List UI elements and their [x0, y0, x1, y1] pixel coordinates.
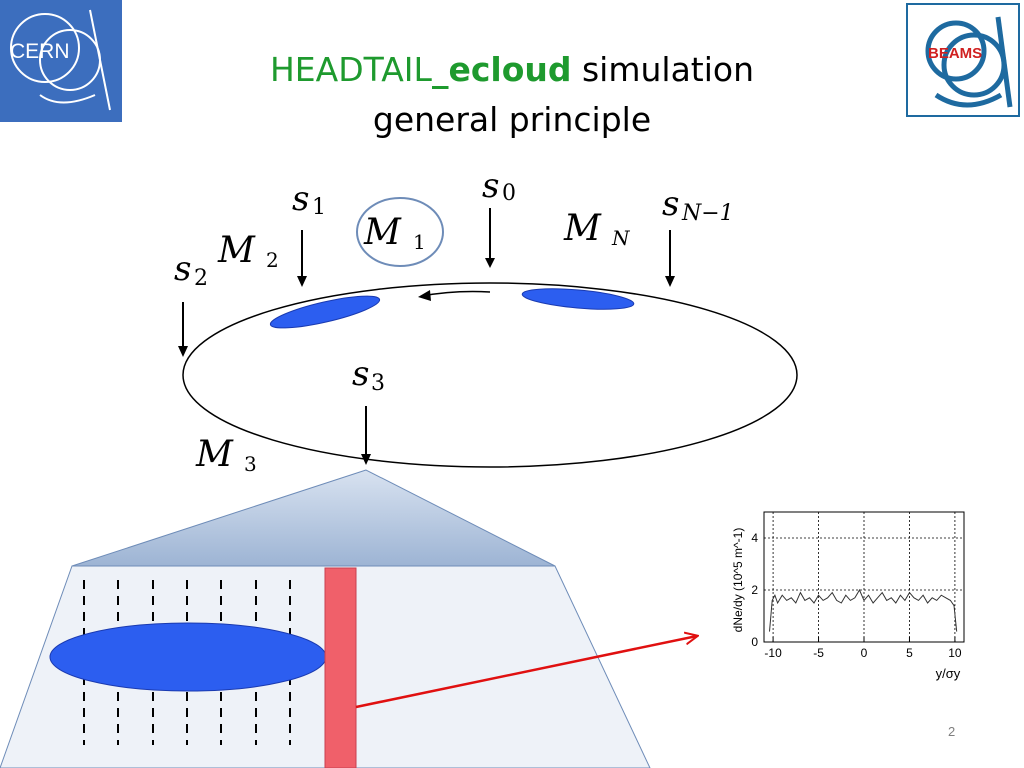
direction-arrowhead	[418, 290, 431, 301]
cern-logo-graphic: CERN	[10, 9, 111, 111]
y-tick-label: 0	[751, 635, 758, 649]
plot-grid	[764, 512, 964, 642]
beams-logo-text: BEAMS	[928, 45, 982, 62]
x-tick-label: 0	[861, 646, 868, 660]
station-s3-label: s	[352, 354, 369, 394]
bunch-left	[269, 295, 381, 329]
title-simulation: simulation	[571, 50, 754, 89]
y-tick-labels: 0 2 4	[751, 531, 758, 649]
electron-cloud-slice	[324, 567, 357, 768]
beams-logo-graphic: BEAMS	[906, 3, 1020, 117]
station-s3-sub: 3	[371, 371, 385, 396]
slice-to-plot-arrow	[355, 636, 697, 709]
station-s2-label: s	[174, 249, 191, 289]
cern-logo-text: CERN	[10, 40, 70, 63]
y-tick-label: 4	[751, 531, 758, 545]
zoom-pyramid	[71, 469, 556, 567]
zoom-bunch	[49, 622, 327, 692]
map-m1-sub: 1	[413, 230, 426, 254]
ring-ellipse	[182, 282, 798, 468]
plot-ticks	[772, 637, 956, 642]
map-m2-sub: 2	[266, 248, 279, 272]
y-tick-label: 2	[751, 583, 758, 597]
map-m3-label: M	[195, 434, 234, 475]
map-mN-label: M	[563, 208, 602, 249]
x-tick-labels: -10 -5 0 5 10	[764, 646, 961, 660]
beams-logo: BEAMS	[906, 3, 1020, 117]
x-tick-label: 5	[906, 646, 913, 660]
density-series-line	[769, 588, 958, 632]
x-tick-label: -5	[813, 646, 824, 660]
slide-title-line1: HEADTAIL_ecloud simulation	[180, 50, 844, 90]
map-m2-label: M	[217, 230, 256, 271]
station-s2-sub: 2	[194, 266, 208, 291]
station-s1-sub: 1	[312, 195, 326, 220]
map-mN-sub: N	[611, 226, 631, 250]
cern-logo: CERN	[0, 0, 122, 122]
map-m1-highlight	[356, 197, 444, 267]
map-m1-label: M	[363, 212, 402, 253]
title-headtail: HEADTAIL	[269, 50, 432, 89]
x-axis-label: y/σy	[936, 666, 961, 681]
x-tick-label: 10	[948, 646, 962, 660]
bunch-right	[521, 288, 635, 310]
title-ecloud: _ecloud	[431, 50, 572, 89]
station-sN-1-label: s	[662, 184, 679, 224]
slide-title-line2: general principle	[372, 100, 652, 139]
map-m3-sub: 3	[244, 452, 257, 476]
station-s0-label: s	[482, 166, 499, 206]
station-s0-sub: 0	[502, 181, 516, 206]
x-tick-label: -10	[764, 646, 782, 660]
station-sN-1-sub: N−1	[681, 201, 734, 226]
electron-distribution-plot: -10 -5 0 5 10 0 2 4 dNe/dy (10^5 m^-1) y/σy	[731, 511, 965, 681]
page-number: 2	[948, 724, 956, 739]
station-s1-label: s	[292, 179, 309, 219]
y-axis-label: dNe/dy (10^5 m^-1)	[731, 528, 745, 633]
